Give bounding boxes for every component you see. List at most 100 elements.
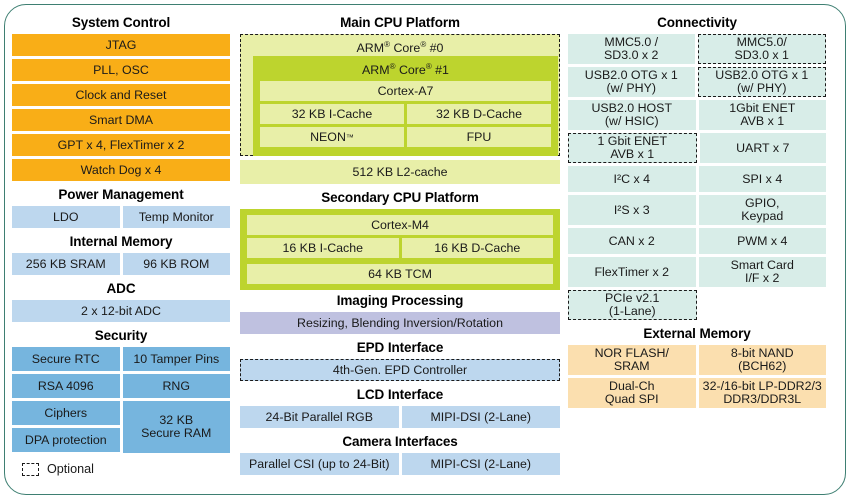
connectivity-row: I²S x 3 GPIO, Keypad	[568, 195, 826, 225]
block-96kb-rom[interactable]: 96 KB ROM	[122, 253, 230, 275]
power-management-row: LDO Temp Monitor	[12, 206, 230, 228]
section-title-external-memory: External Memory	[643, 326, 751, 341]
connectivity-row: USB2.0 OTG x 1 (w/ PHY) USB2.0 OTG x 1 (…	[568, 67, 826, 97]
connectivity-row: FlexTimer x 2 Smart Card I/F x 2	[568, 257, 826, 287]
legend: Optional	[22, 462, 94, 476]
block-2x-12bit-adc[interactable]: 2 x 12-bit ADC	[12, 300, 230, 322]
connectivity-spacer	[700, 290, 827, 320]
block-mipi-csi[interactable]: MIPI-CSI (2-Lane)	[401, 453, 560, 475]
block-nor-flash-sram[interactable]: NOR FLASH/ SRAM	[568, 345, 696, 375]
section-title-security: Security	[94, 328, 148, 343]
block-gpio-keypad[interactable]: GPIO, Keypad	[698, 195, 826, 225]
block-flextimer-x2[interactable]: FlexTimer x 2	[568, 257, 696, 287]
block-temp-monitor[interactable]: Temp Monitor	[122, 206, 230, 228]
block-32kb-icache[interactable]: 32 KB I-Cache	[260, 104, 404, 125]
block-fpu[interactable]: FPU	[407, 127, 551, 148]
block-32kb-secure-ram[interactable]: 32 KB Secure RAM	[122, 401, 230, 453]
security-right-column: 10 Tamper Pins RNG 32 KB Secure RAM	[122, 347, 230, 456]
connectivity-row: CAN x 2 PWM x 4	[568, 228, 826, 254]
block-ciphers[interactable]: Ciphers	[12, 401, 120, 425]
arm-core-1-label: ARM® Core® #1	[362, 62, 449, 78]
block-16kb-dcache[interactable]: 16 KB D-Cache	[401, 238, 553, 258]
block-32kb-dcache[interactable]: 32 KB D-Cache	[407, 104, 551, 125]
block-pcie-v21[interactable]: PCIe v2.1 (1-Lane)	[568, 290, 697, 320]
block-dual-ch-quad-spi[interactable]: Dual-Ch Quad SPI	[568, 378, 696, 408]
block-parallel-csi[interactable]: Parallel CSI (up to 24-Bit)	[240, 453, 399, 475]
block-imaging-ops[interactable]: Resizing, Blending Inversion/Rotation	[240, 312, 560, 334]
block-arm-core-1[interactable]: ARM® Core® #1 Cortex-A7 32 KB I-Cache 32…	[253, 56, 558, 157]
block-cortex-a7[interactable]: Cortex-A7	[260, 81, 551, 102]
block-clock-and-reset[interactable]: Clock and Reset	[12, 84, 230, 106]
security-left-column: Secure RTC RSA 4096 Ciphers DPA protecti…	[12, 347, 120, 456]
block-i2c-x4[interactable]: I²C x 4	[568, 166, 696, 192]
block-mmc-sd-x1[interactable]: MMC5.0/ SD3.0 x 1	[697, 34, 826, 64]
block-uart-x7[interactable]: UART x 7	[699, 133, 826, 163]
connectivity-row: I²C x 4 SPI x 4	[568, 166, 826, 192]
lcd-interface-row: 24-Bit Parallel RGB MIPI-DSI (2-Lane)	[240, 406, 560, 428]
section-title-system-control: System Control	[71, 15, 171, 30]
section-title-internal-memory: Internal Memory	[69, 234, 173, 249]
main-cpu-stack: ARM® Core® #0 ARM® Core® #1 Cortex-A7 32…	[240, 34, 560, 157]
external-memory-row: Dual-Ch Quad SPI 32-/16-bit LP-DDR2/3 DD…	[568, 378, 826, 408]
block-jtag[interactable]: JTAG	[12, 34, 230, 56]
external-memory-row: NOR FLASH/ SRAM 8-bit NAND (BCH62)	[568, 345, 826, 375]
legend-label: Optional	[47, 462, 94, 476]
block-epd-controller[interactable]: 4th-Gen. EPD Controller	[240, 359, 560, 381]
security-grid: Secure RTC RSA 4096 Ciphers DPA protecti…	[12, 347, 230, 456]
block-rsa-4096[interactable]: RSA 4096	[12, 374, 120, 398]
main-cpu-cache-row: 32 KB I-Cache 32 KB D-Cache	[260, 104, 551, 125]
block-watch-dog[interactable]: Watch Dog x 4	[12, 159, 230, 181]
block-smart-dma[interactable]: Smart DMA	[12, 109, 230, 131]
block-usb-host-hsic[interactable]: USB2.0 HOST (w/ HSIC)	[568, 100, 696, 130]
block-usb-otg-phy-optional[interactable]: USB2.0 OTG x 1 (w/ PHY)	[697, 67, 826, 97]
section-title-imaging-processing: Imaging Processing	[336, 293, 464, 308]
middle-column: Main CPU Platform ARM® Core® #0 ARM® Cor…	[240, 12, 560, 478]
section-title-power-management: Power Management	[58, 187, 184, 202]
block-smart-card-if[interactable]: Smart Card I/F x 2	[698, 257, 826, 287]
connectivity-row: MMC5.0 / SD3.0 x 2 MMC5.0/ SD3.0 x 1	[568, 34, 826, 64]
block-dpa-protection[interactable]: DPA protection	[12, 428, 120, 452]
block-512kb-l2-cache[interactable]: 512 KB L2-cache	[240, 160, 560, 184]
secondary-cpu-cache-row: 16 KB I-Cache 16 KB D-Cache	[247, 238, 553, 261]
block-usb-otg-phy[interactable]: USB2.0 OTG x 1 (w/ PHY)	[568, 67, 695, 97]
section-title-connectivity: Connectivity	[657, 15, 737, 30]
block-pll-osc[interactable]: PLL, OSC	[12, 59, 230, 81]
block-24bit-parallel-rgb[interactable]: 24-Bit Parallel RGB	[240, 406, 399, 428]
connectivity-row: PCIe v2.1 (1-Lane)	[568, 290, 826, 320]
block-10-tamper-pins[interactable]: 10 Tamper Pins	[122, 347, 230, 371]
block-8bit-nand[interactable]: 8-bit NAND (BCH62)	[698, 345, 826, 375]
block-1gbit-enet-avb[interactable]: 1Gbit ENET AVB x 1	[698, 100, 826, 130]
block-gpt-flextimer[interactable]: GPT x 4, FlexTimer x 2	[12, 134, 230, 156]
block-64kb-tcm[interactable]: 64 KB TCM	[247, 264, 553, 284]
arm-core-0-label: ARM® Core® #0	[356, 40, 444, 56]
left-column: System Control JTAG PLL, OSC Clock and R…	[12, 12, 230, 456]
section-title-epd-interface: EPD Interface	[356, 340, 444, 355]
block-rng[interactable]: RNG	[122, 374, 230, 398]
block-cortex-m4[interactable]: Cortex-M4	[247, 215, 553, 235]
camera-interfaces-row: Parallel CSI (up to 24-Bit) MIPI-CSI (2-…	[240, 453, 560, 475]
section-title-secondary-cpu-platform: Secondary CPU Platform	[321, 190, 479, 205]
block-secure-rtc[interactable]: Secure RTC	[12, 347, 120, 371]
connectivity-row: USB2.0 HOST (w/ HSIC) 1Gbit ENET AVB x 1	[568, 100, 826, 130]
block-i2s-x3[interactable]: I²S x 3	[568, 195, 696, 225]
block-lpddr-ddr3[interactable]: 32-/16-bit LP-DDR2/3 DDR3/DDR3L	[698, 378, 826, 408]
block-mipi-dsi[interactable]: MIPI-DSI (2-Lane)	[401, 406, 560, 428]
block-ldo[interactable]: LDO	[12, 206, 120, 228]
connectivity-row: 1 Gbit ENET AVB x 1 UART x 7	[568, 133, 826, 163]
block-mmc-sd-x2[interactable]: MMC5.0 / SD3.0 x 2	[568, 34, 695, 64]
block-256kb-sram[interactable]: 256 KB SRAM	[12, 253, 120, 275]
section-title-camera-interfaces: Camera Interfaces	[342, 434, 458, 449]
block-can-x2[interactable]: CAN x 2	[568, 228, 696, 254]
block-spi-x4[interactable]: SPI x 4	[698, 166, 826, 192]
section-title-main-cpu-platform: Main CPU Platform	[340, 15, 460, 30]
block-1gbit-enet-avb-optional[interactable]: 1 Gbit ENET AVB x 1	[568, 133, 697, 163]
section-title-adc: ADC	[106, 281, 136, 296]
internal-memory-row: 256 KB SRAM 96 KB ROM	[12, 253, 230, 275]
section-title-lcd-interface: LCD Interface	[356, 387, 444, 402]
right-column: Connectivity MMC5.0 / SD3.0 x 2 MMC5.0/ …	[568, 12, 826, 411]
block-pwm-x4[interactable]: PWM x 4	[698, 228, 826, 254]
block-16kb-icache[interactable]: 16 KB I-Cache	[247, 238, 399, 258]
